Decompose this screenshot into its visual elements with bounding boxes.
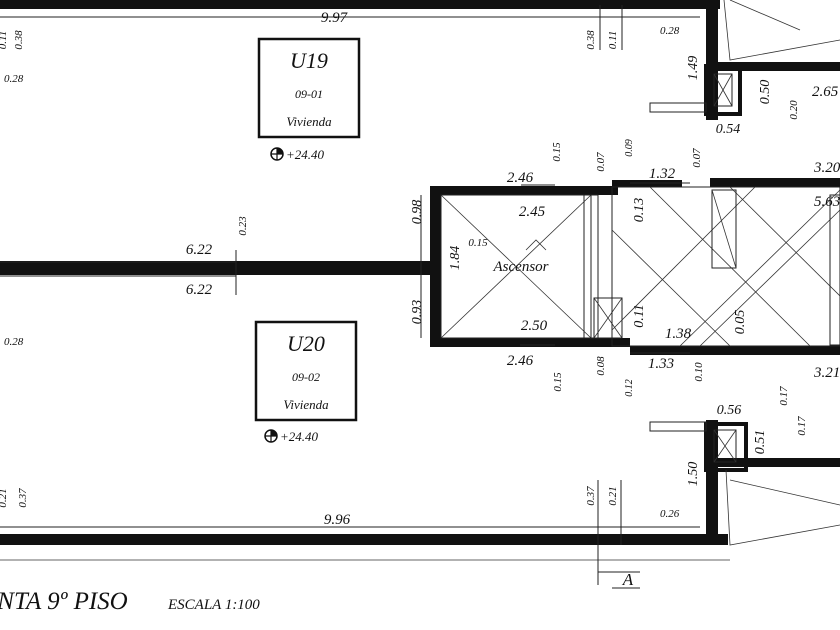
plan-title: ANTA 9º PISO	[0, 588, 128, 615]
dim-elev-left-d: 0.93	[410, 300, 425, 325]
unit-number: 09-01	[295, 87, 323, 101]
dim-right-top-a: 0.38	[585, 30, 597, 50]
wall-bottom	[0, 534, 728, 545]
elevator-arrow	[525, 239, 547, 251]
dim-elev-bot-j: 0.10	[693, 362, 705, 382]
dim-box-top-c: 0.54	[716, 122, 741, 137]
level-marker-u20: +24.40	[264, 429, 319, 444]
wall-elevator-left	[430, 186, 441, 346]
dim-elev-top-b: 0.15	[551, 142, 563, 162]
dim-elev-bot-a: 2.50	[521, 318, 548, 334]
dim-box-bot-a: 0.56	[717, 403, 742, 418]
dim-elev-bot-i: 1.33	[648, 356, 674, 372]
wall-shaft-top-right	[706, 62, 840, 71]
stair-triangles	[0, 0, 840, 561]
dim-elev-top-d: 0.09	[624, 139, 635, 157]
walls	[0, 0, 840, 545]
wall-shaft-bottom-right	[706, 458, 840, 467]
dim-mid-lower: 6.22	[186, 282, 213, 298]
level-marker-u19: +24.40	[270, 147, 325, 162]
dim-left-upper-b: 0.38	[13, 30, 25, 50]
dim-left-lower-b: 0.21	[0, 488, 9, 507]
unit-u19: U19 09-01 Vivienda	[257, 37, 361, 139]
dim-elev-top-a: 2.46	[507, 170, 534, 186]
dim-elev-bot-g: 0.08	[595, 356, 607, 376]
dim-top-width: 9.97	[321, 10, 349, 26]
dim-elev-bot-d: 0.05	[733, 310, 748, 335]
dim-right-top-b: 0.11	[607, 31, 619, 49]
elevator-shaft	[440, 186, 840, 347]
elevator-label: Ascensor	[493, 259, 549, 275]
section-letter: A	[622, 570, 634, 589]
plan-scale: ESCALA 1:100	[167, 597, 260, 613]
dim-bottom-width: 9.96	[324, 512, 351, 528]
level-value: +24.40	[280, 429, 319, 444]
wall-right-top	[710, 178, 840, 187]
dim-edge-top: 2.65	[812, 84, 839, 100]
dim-elev-top-f: 0.07	[691, 148, 703, 168]
wall-elevator-top	[430, 186, 618, 195]
dimension-texts: 9.97 9.96 6.22 6.22 0.23 0.11 0.38 0.28 …	[0, 10, 840, 528]
dim-right-top-c: 0.28	[660, 25, 680, 37]
dim-elev-left-c: 0.15	[468, 237, 488, 249]
dim-elev-left-a: 0.98	[410, 200, 425, 225]
dim-elev-in-b: 0.13	[632, 198, 647, 223]
unit-number: 09-02	[292, 370, 320, 384]
dim-elev-left-b: 1.84	[448, 246, 463, 271]
unit-code: U19	[290, 48, 328, 73]
wall-shaft-top	[706, 0, 718, 120]
dim-edge-mid-b: 5.63	[814, 194, 840, 210]
dim-elev-top-e: 1.32	[649, 166, 676, 182]
dimension-lines	[0, 5, 700, 589]
dim-left-upper-c: 0.28	[4, 73, 24, 85]
wall-elevator-bottom	[430, 338, 630, 347]
dim-right-bot-c: 0.26	[660, 508, 680, 520]
unit-code: U20	[287, 331, 325, 356]
dim-left-lower-c: 0.37	[17, 488, 29, 508]
wall-shaft-bottom	[706, 420, 718, 540]
dim-left-upper-a: 0.11	[0, 31, 9, 49]
dim-elev-bot-h: 0.12	[624, 379, 635, 397]
unit-use: Vivienda	[286, 114, 332, 129]
dim-elev-bot-f: 0.15	[552, 372, 564, 392]
dim-right-bot-a: 0.37	[585, 486, 597, 506]
dim-low-right-b: 0.17	[796, 416, 808, 436]
dim-elev-in-a: 2.45	[519, 204, 546, 220]
dim-elev-bot-e: 2.46	[507, 353, 534, 369]
wall-top	[0, 0, 720, 9]
dim-right-bot-b: 0.21	[607, 486, 619, 505]
dim-elev-top-c: 0.07	[595, 152, 607, 172]
dim-mid-small: 0.23	[237, 216, 249, 236]
dim-right-top-d: 1.49	[686, 56, 701, 81]
dim-low-right-a: 0.17	[778, 386, 790, 406]
wall-right-mid	[630, 346, 840, 355]
dim-mid-upper: 6.22	[186, 242, 213, 258]
dim-box-bot-b: 0.51	[753, 430, 768, 455]
dim-box-top-a: 0.50	[758, 80, 773, 105]
dim-elev-bot-b: 0.11	[632, 304, 647, 327]
unit-u20: U20 09-02 Vivienda	[254, 320, 358, 422]
dim-edge-mid-a: 3.20	[813, 160, 840, 176]
level-value: +24.40	[286, 147, 325, 162]
section-marker: A	[598, 570, 640, 589]
dim-elev-bot-c: 1.38	[665, 326, 692, 342]
dim-box-top-b: 0.20	[788, 100, 800, 120]
dim-box-bot-c: 1.50	[686, 462, 701, 487]
dim-edge-low: 3.21	[813, 365, 840, 381]
dim-left-lower-a: 0.28	[4, 336, 24, 348]
unit-use: Vivienda	[283, 397, 329, 412]
wall-middle	[0, 261, 436, 275]
